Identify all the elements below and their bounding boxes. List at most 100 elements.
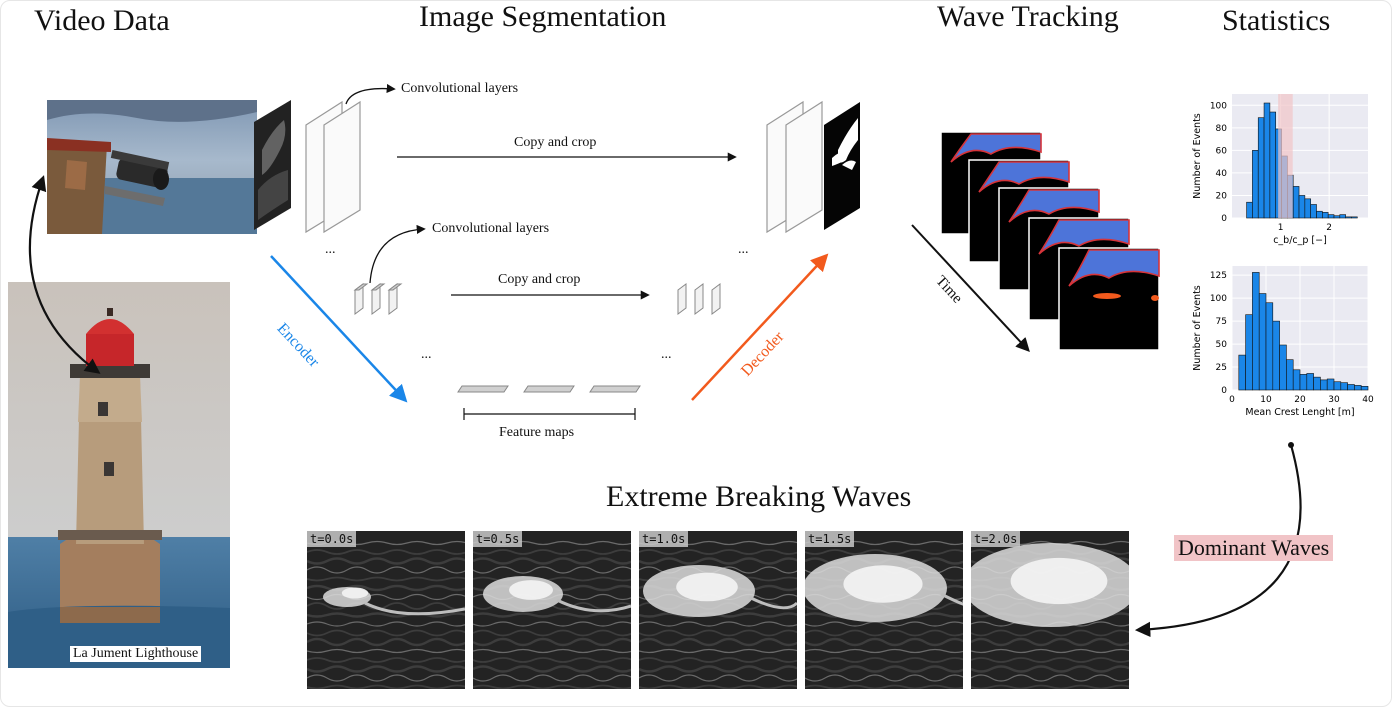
- wave-frame-time-label: t=1.5s: [805, 531, 855, 547]
- encoder-small-blocks: [353, 283, 403, 315]
- histogram-bar: [1252, 150, 1259, 219]
- x-tick-label: 30: [1328, 395, 1340, 405]
- feature-map-blocks: [457, 385, 641, 393]
- histogram-bar: [1304, 198, 1311, 219]
- histogram-bar: [1245, 314, 1253, 391]
- time-arrow: [911, 224, 1030, 353]
- histogram-bar: [1279, 344, 1287, 391]
- y-tick-label: 100: [1210, 101, 1227, 111]
- y-axis-label: Number of Events: [1192, 113, 1203, 199]
- ellipsis-1: ...: [325, 242, 336, 257]
- histogram-bar: [1320, 379, 1328, 391]
- histogram-bar: [1272, 320, 1280, 391]
- y-tick-label: 40: [1216, 169, 1228, 179]
- histogram-bar: [1333, 381, 1342, 391]
- y-tick-label: 20: [1216, 191, 1228, 201]
- histogram-bar: [1345, 216, 1352, 219]
- copy-crop-label-2: Copy and crop: [498, 272, 581, 287]
- y-tick-label: 125: [1210, 271, 1227, 281]
- conv-layers-label-1: Convolutional layers: [401, 81, 519, 96]
- dominant-waves-label: Dominant Waves: [1174, 535, 1334, 561]
- title-wave-tracking: Wave Tracking: [937, 0, 1119, 33]
- histogram-bar: [1354, 385, 1362, 391]
- wave-frame-3: t=1.5s: [805, 531, 963, 689]
- feature-maps-bracket: [463, 408, 636, 420]
- histogram-bar: [1322, 212, 1329, 219]
- y-tick-label: 75: [1216, 317, 1227, 327]
- conv-layers-arrow-1: [345, 83, 396, 105]
- camera-link-arrow: [28, 175, 101, 374]
- feature-maps-label: Feature maps: [499, 425, 575, 440]
- histogram-bar: [1286, 359, 1294, 391]
- histogram-bar: [1333, 215, 1341, 219]
- title-image-segmentation: Image Segmentation: [419, 0, 667, 33]
- segmentation-input-image: [254, 100, 291, 230]
- x-tick-label: 2: [1326, 223, 1332, 233]
- histogram-bar: [1306, 373, 1314, 391]
- histogram-bar: [1265, 302, 1274, 391]
- x-tick-label: 1: [1278, 223, 1284, 233]
- histogram-bar: [1252, 272, 1260, 391]
- histogram-bar: [1316, 210, 1323, 219]
- wave-frame-time-label: t=0.0s: [307, 531, 357, 547]
- histogram-bar: [1313, 376, 1321, 391]
- histogram-bar: [1258, 293, 1267, 391]
- y-tick-label: 100: [1210, 294, 1227, 304]
- x-axis-label: Mean Crest Lenght [m]: [1245, 407, 1354, 418]
- histogram-bar: [1360, 386, 1369, 391]
- histogram-bar: [1238, 354, 1246, 391]
- histogram-bar: [1257, 117, 1265, 219]
- title-extreme-breaking-waves: Extreme Breaking Waves: [606, 480, 912, 513]
- wave-frame-0: t=0.0s: [307, 531, 465, 689]
- x-axis-label: c_b/c_p [−]: [1273, 235, 1327, 246]
- segmentation-output-mask: [824, 102, 860, 230]
- ellipsis-2: ...: [738, 242, 749, 257]
- y-tick-label: 0: [1221, 214, 1227, 224]
- y-tick-label: 50: [1216, 340, 1228, 350]
- dominant-waves-arrow: [1134, 444, 1302, 638]
- histogram-bar: [1298, 195, 1306, 219]
- title-video-data: Video Data: [34, 4, 170, 37]
- encoder-arrow: [270, 255, 408, 403]
- histogram-bar: [1292, 369, 1301, 391]
- ellipsis-4: ...: [661, 347, 672, 362]
- wave-tracking-stack: [940, 131, 1160, 351]
- histogram-bar: [1299, 374, 1308, 391]
- x-tick-label: 40: [1362, 395, 1374, 405]
- wave-frame-2: t=1.0s: [639, 531, 797, 689]
- encoder-conv-planes: [305, 100, 361, 234]
- y-tick-label: 80: [1216, 124, 1228, 134]
- x-tick-label: 10: [1260, 395, 1272, 405]
- conv-layers-arrow-2: [369, 224, 426, 284]
- histogram-bar: [1347, 384, 1355, 391]
- lighthouse-label: La Jument Lighthouse: [70, 646, 202, 662]
- x-tick-label: 0: [1229, 395, 1235, 405]
- copy-crop-label-1: Copy and crop: [514, 135, 597, 150]
- histogram-bar: [1326, 378, 1335, 391]
- decoder-conv-planes: [766, 100, 823, 234]
- histogram-bar: [1269, 111, 1277, 219]
- histogram-bar: [1351, 216, 1358, 219]
- wave-frame-time-label: t=0.5s: [473, 531, 523, 547]
- lighthouse-photo: La Jument Lighthouse: [8, 282, 230, 668]
- decoder-small-blocks: [677, 283, 721, 315]
- histogram-bar: [1292, 186, 1300, 219]
- y-tick-label: 25: [1216, 363, 1227, 373]
- histogram-bar: [1246, 201, 1253, 219]
- wave-frame-time-label: t=2.0s: [971, 531, 1021, 547]
- tracking-frame: [1058, 247, 1160, 351]
- wave-frame-1: t=0.5s: [473, 531, 631, 689]
- histogram-bar: [1327, 214, 1335, 219]
- histogram-cb-cp: 0 20 40 60 80 100 1 2 c_b/c_p [−] Number of Event…: [1186, 86, 1376, 258]
- title-statistics: Statistics: [1222, 4, 1331, 37]
- histogram-bar: [1263, 102, 1271, 219]
- y-tick-label: 60: [1216, 146, 1228, 156]
- highlight-band: [1278, 94, 1293, 218]
- y-axis-label: Number of Events: [1192, 285, 1203, 371]
- histogram-bar: [1340, 382, 1348, 391]
- wave-frame-time-label: t=1.0s: [639, 531, 689, 547]
- conv-layers-label-2: Convolutional layers: [432, 221, 550, 236]
- histogram-bar: [1310, 204, 1317, 219]
